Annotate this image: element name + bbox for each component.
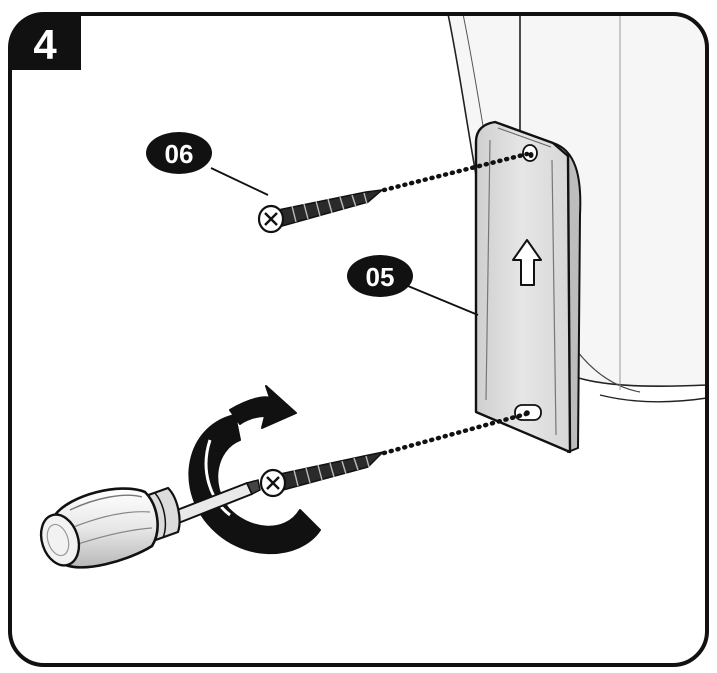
callout-05: 05 bbox=[347, 255, 479, 316]
callout-label: 05 bbox=[366, 262, 395, 292]
screw-icon bbox=[257, 189, 383, 234]
screw-icon bbox=[259, 451, 384, 498]
wall-bracket-icon bbox=[474, 120, 582, 454]
step-number: 4 bbox=[33, 21, 57, 68]
callout-06: 06 bbox=[146, 132, 269, 196]
callout-label: 06 bbox=[165, 139, 194, 169]
up-arrow-icon bbox=[512, 239, 542, 286]
screwdriver-icon bbox=[39, 479, 261, 569]
step-frame bbox=[8, 12, 709, 667]
step-number-badge: 4 bbox=[10, 14, 81, 70]
clockwise-arrow-icon bbox=[188, 385, 321, 555]
